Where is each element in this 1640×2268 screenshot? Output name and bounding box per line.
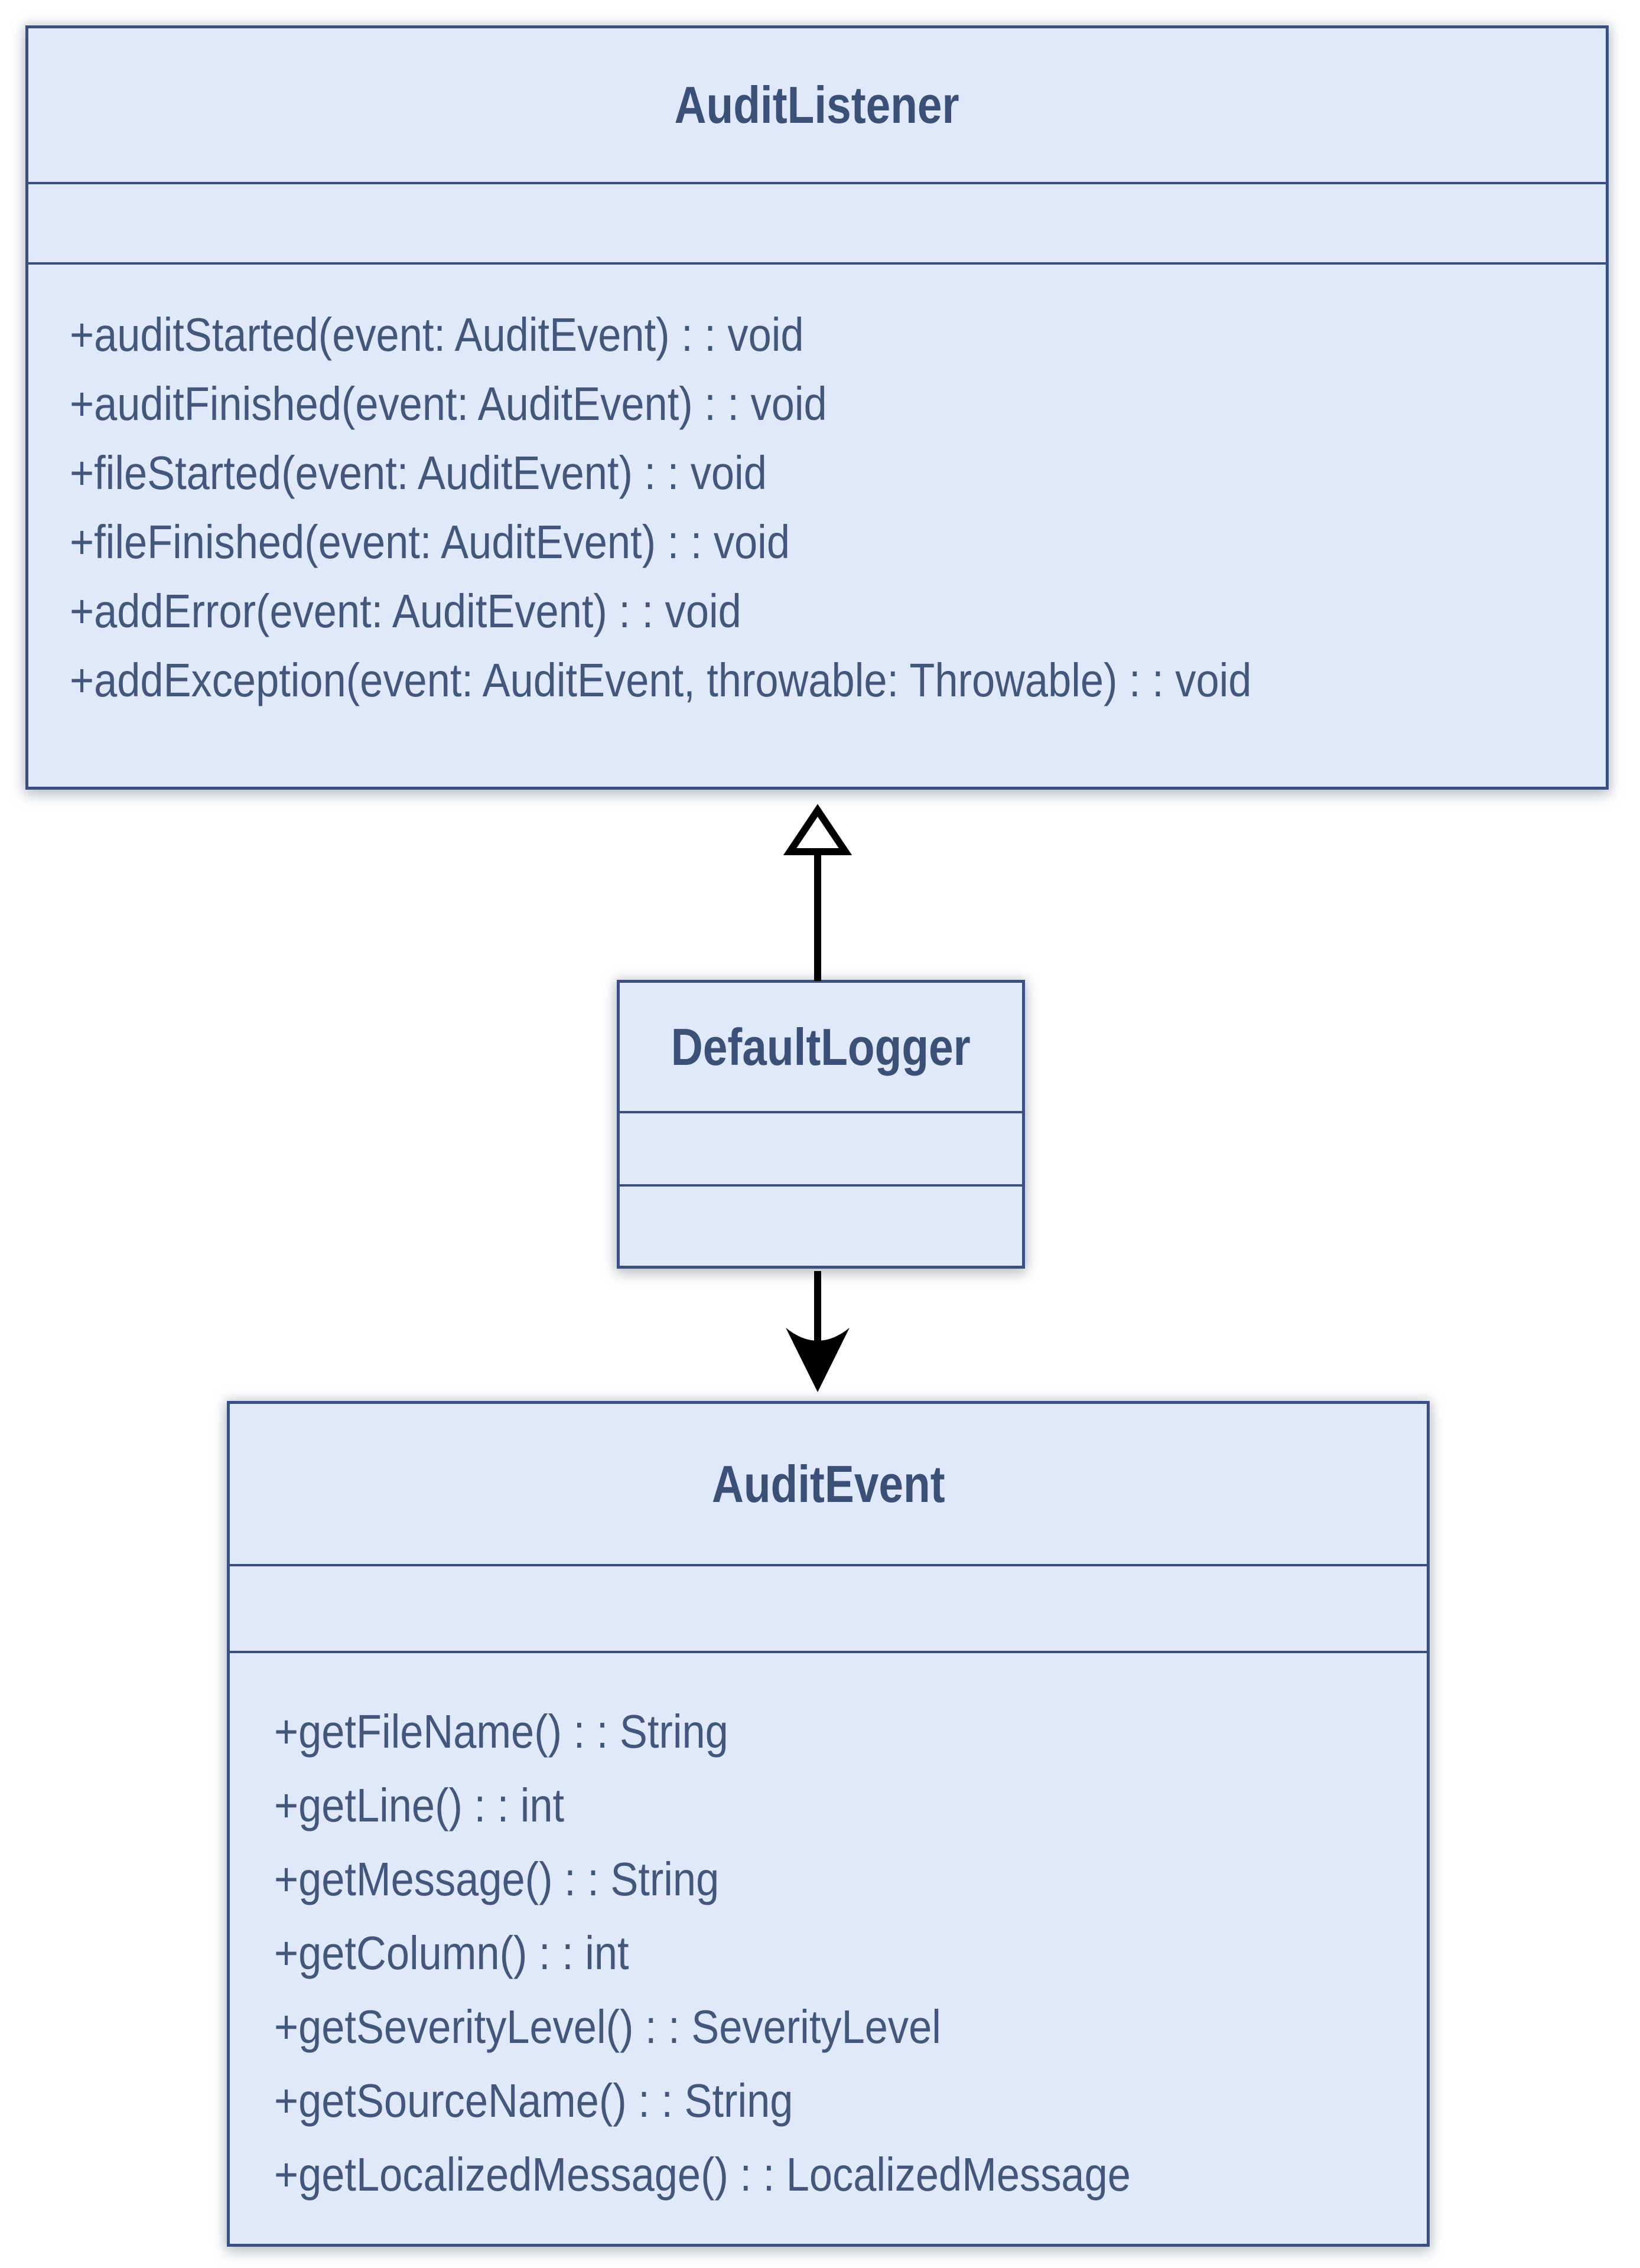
association-arrow[interactable] — [786, 1271, 850, 1392]
attributes-compartment-empty — [620, 1113, 1022, 1187]
class-box-defaultlogger[interactable]: DefaultLogger — [617, 980, 1025, 1269]
method-line: +getLine() : : int — [274, 1768, 1403, 1842]
class-name-defaultlogger: DefaultLogger — [671, 1017, 971, 1076]
method-line: +fileStarted(event: AuditEvent) : : void — [70, 438, 1582, 507]
method-line: +fileFinished(event: AuditEvent) : : voi… — [70, 507, 1582, 576]
method-label: +getColumn() : : int — [274, 1926, 629, 1979]
class-title-compartment: DefaultLogger — [620, 983, 1022, 1113]
method-label: +getMessage() : : String — [274, 1852, 720, 1905]
attributes-compartment-empty — [28, 184, 1606, 265]
method-label: +getLine() : : int — [274, 1778, 565, 1832]
method-line: +getSourceName() : : String — [274, 2064, 1403, 2137]
method-label: +getSeverityLevel() : : SeverityLevel — [274, 2000, 941, 2053]
class-title-compartment: AuditListener — [28, 28, 1606, 184]
method-label: +getSourceName() : : String — [274, 2074, 793, 2127]
method-label: +getFileName() : : String — [274, 1705, 728, 1758]
method-label: +addException(event: AuditEvent, throwab… — [70, 653, 1252, 706]
method-label: +fileStarted(event: AuditEvent) : : void — [70, 446, 767, 499]
method-line: +getLocalizedMessage() : : LocalizedMess… — [274, 2137, 1403, 2211]
method-line: +auditStarted(event: AuditEvent) : : voi… — [70, 300, 1582, 369]
method-label: +auditFinished(event: AuditEvent) : : vo… — [70, 377, 827, 430]
methods-compartment: +auditStarted(event: AuditEvent) : : voi… — [28, 265, 1606, 787]
method-line: +addException(event: AuditEvent, throwab… — [70, 646, 1582, 715]
method-label: +fileFinished(event: AuditEvent) : : voi… — [70, 515, 790, 568]
method-line: +getMessage() : : String — [274, 1842, 1403, 1916]
method-line: +auditFinished(event: AuditEvent) : : vo… — [70, 369, 1582, 438]
method-line: +addError(event: AuditEvent) : : void — [70, 576, 1582, 646]
methods-compartment: +getFileName() : : String +getLine() : :… — [230, 1653, 1427, 2244]
class-box-auditlistener[interactable]: AuditListener +auditStarted(event: Audit… — [25, 25, 1609, 790]
methods-compartment-empty — [620, 1187, 1022, 1266]
method-line: +getSeverityLevel() : : SeverityLevel — [274, 1990, 1403, 2064]
class-name-auditevent: AuditEvent — [711, 1454, 945, 1513]
open-chevron-arrowhead-icon — [786, 1328, 850, 1392]
attributes-compartment-empty — [230, 1566, 1427, 1653]
generalization-arrow[interactable] — [783, 804, 852, 981]
method-line: +getFileName() : : String — [274, 1695, 1403, 1768]
method-line: +getColumn() : : int — [274, 1916, 1403, 1990]
method-label: +getLocalizedMessage() : : LocalizedMess… — [274, 2148, 1131, 2201]
class-box-auditevent[interactable]: AuditEvent +getFileName() : : String +ge… — [227, 1401, 1430, 2247]
method-label: +auditStarted(event: AuditEvent) : : voi… — [70, 308, 804, 361]
class-title-compartment: AuditEvent — [230, 1404, 1427, 1566]
method-label: +addError(event: AuditEvent) : : void — [70, 584, 741, 637]
hollow-triangle-arrowhead-icon — [783, 804, 852, 855]
class-name-auditlistener: AuditListener — [674, 76, 960, 134]
